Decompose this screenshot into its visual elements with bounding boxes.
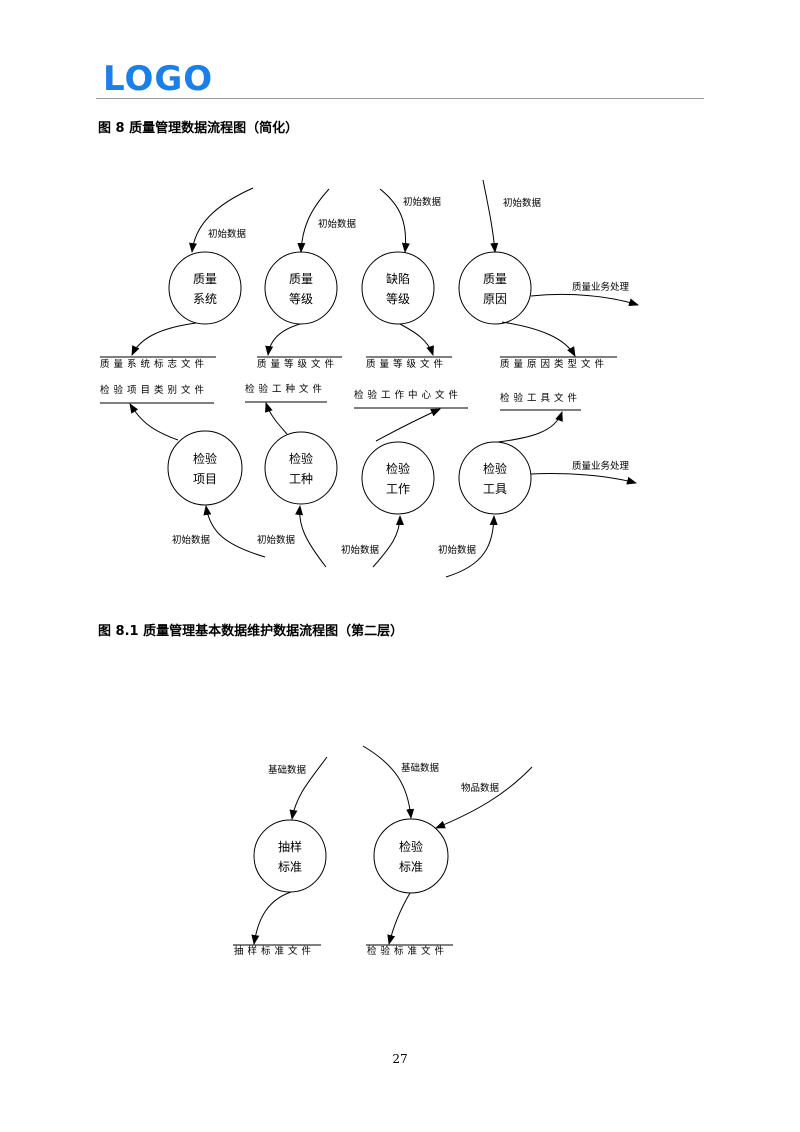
process-label: 质量 (289, 272, 313, 286)
flow-arrow (295, 505, 327, 568)
process-label: 工具 (483, 482, 507, 496)
flow-arrow (251, 891, 292, 945)
process-quality-system: 质量 系统 (168, 251, 242, 325)
process-label: 标准 (278, 860, 302, 874)
process-label: 等级 (289, 292, 313, 306)
process-label: 系统 (193, 292, 217, 306)
data-store: 质量等级文件 (257, 358, 338, 370)
flow-arrow (203, 505, 266, 558)
flow-label: 初始数据 (503, 197, 542, 209)
flow-arrow (530, 293, 639, 307)
flow-arrow (399, 323, 434, 356)
flow-label: 初始数据 (341, 544, 380, 556)
figure-8-1-title: 图 8.1 质量管理基本数据维护数据流程图（第二层） (98, 624, 404, 639)
flow-arrow (189, 187, 254, 253)
process-quality-grade: 质量 等级 (264, 251, 338, 325)
logo: LOGO (103, 59, 214, 99)
data-store: 质量原因类型文件 (500, 358, 608, 370)
flow-label: 基础数据 (268, 764, 307, 776)
process-label: 工种 (289, 472, 313, 486)
flow-arrow (387, 892, 411, 945)
flow-label: 基础数据 (401, 762, 440, 774)
flow-label: 初始数据 (172, 534, 211, 546)
flow-arrow (131, 322, 197, 356)
process-label: 抽样 (278, 839, 302, 854)
flow-arrow (265, 402, 288, 435)
flow-arrow (501, 321, 576, 357)
process-quality-cause: 质量 原因 (458, 251, 532, 325)
data-store: 质量系统标志文件 (100, 358, 208, 370)
flow-arrow (297, 188, 330, 253)
process-label: 质量 (193, 272, 217, 286)
process-inspection-standard: 检验 标准 (373, 818, 449, 894)
process-label: 项目 (193, 472, 217, 486)
data-store: 检验工作中心文件 (354, 389, 462, 401)
process-label: 缺陷 (386, 271, 410, 286)
flow-arrow (372, 515, 404, 568)
process-label: 标准 (399, 860, 423, 874)
flow-arrow (497, 411, 563, 443)
flow-label: 初始数据 (257, 534, 296, 546)
flow-arrow (362, 745, 415, 819)
data-store: 检验项目类别文件 (100, 384, 208, 396)
process-label: 检验 (399, 839, 423, 854)
flow-arrow (289, 756, 328, 820)
figure-8-title: 图 8 质量管理数据流程图（简化） (98, 121, 299, 136)
process-defect-grade: 缺陷 等级 (361, 251, 435, 325)
flow-label: 初始数据 (403, 196, 442, 208)
data-store: 质量等级文件 (366, 358, 447, 370)
flow-arrow (379, 188, 410, 253)
flow-label: 物品数据 (461, 782, 500, 794)
process-inspection-tool: 检验 工具 (458, 441, 532, 515)
flow-arrow (435, 766, 533, 829)
process-label: 检验 (193, 451, 217, 466)
flow-arrow (482, 179, 499, 253)
flow-arrow (129, 403, 179, 441)
process-inspection-trade: 检验 工种 (264, 431, 338, 505)
flow-arrow (530, 472, 637, 485)
data-store: 检验工种文件 (245, 383, 326, 395)
flow-arrow (265, 323, 301, 356)
page-number: 27 (392, 1052, 408, 1066)
process-inspection-item: 检验 项目 (167, 430, 243, 506)
flow-label: 质量业务处理 (572, 281, 630, 293)
process-label: 检验 (289, 451, 313, 466)
process-label: 质量 (483, 272, 507, 286)
process-sampling-standard: 抽样 标准 (253, 819, 327, 893)
process-label: 检验 (483, 461, 507, 476)
process-inspection-work: 检验 工作 (361, 441, 435, 515)
flow-label: 初始数据 (208, 228, 247, 240)
flow-label: 初始数据 (438, 544, 477, 556)
process-label: 检验 (386, 461, 410, 476)
process-label: 工作 (386, 482, 410, 496)
data-store: 检验工具文件 (500, 392, 581, 404)
flow-arrow (445, 515, 498, 578)
flow-label: 初始数据 (318, 218, 357, 230)
data-store: 抽样标准文件 (234, 945, 315, 957)
flow-label: 质量业务处理 (572, 460, 630, 472)
process-label: 等级 (386, 292, 410, 306)
process-label: 原因 (483, 292, 507, 306)
header-divider (96, 98, 704, 99)
data-store: 检验标准文件 (367, 945, 448, 957)
flow-arrow (375, 408, 441, 442)
